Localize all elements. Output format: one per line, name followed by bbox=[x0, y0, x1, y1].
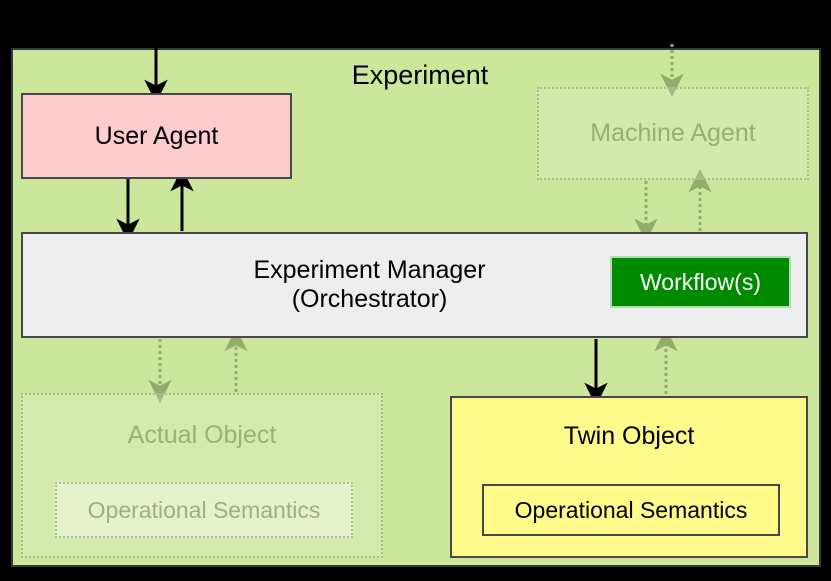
machine-agent-label: Machine Agent bbox=[590, 119, 756, 148]
node-workflows[interactable]: Workflow(s) bbox=[610, 256, 791, 308]
node-twin-object[interactable]: Twin Object Operational Semantics bbox=[450, 396, 808, 558]
node-user-agent[interactable]: User Agent bbox=[21, 93, 292, 179]
experiment-manager-label: Experiment Manager (Orchestrator) bbox=[253, 256, 486, 313]
node-actual-object[interactable]: Actual Object Operational Semantics bbox=[21, 393, 383, 558]
actual-object-label: Actual Object bbox=[127, 421, 277, 449]
user-agent-label: User Agent bbox=[94, 121, 219, 150]
workflows-label: Workflow(s) bbox=[640, 268, 761, 295]
twin-object-label: Twin Object bbox=[563, 422, 695, 450]
twin-object-operational-semantics-label: Operational Semantics bbox=[514, 496, 748, 523]
actual-object-operational-semantics[interactable]: Operational Semantics bbox=[55, 482, 353, 538]
experiment-title: Experiment bbox=[351, 60, 489, 90]
twin-object-operational-semantics[interactable]: Operational Semantics bbox=[482, 484, 780, 536]
actual-object-operational-semantics-label: Operational Semantics bbox=[87, 496, 321, 523]
node-machine-agent[interactable]: Machine Agent bbox=[537, 87, 809, 180]
node-experiment-manager[interactable]: Experiment Manager (Orchestrator) bbox=[21, 232, 808, 338]
